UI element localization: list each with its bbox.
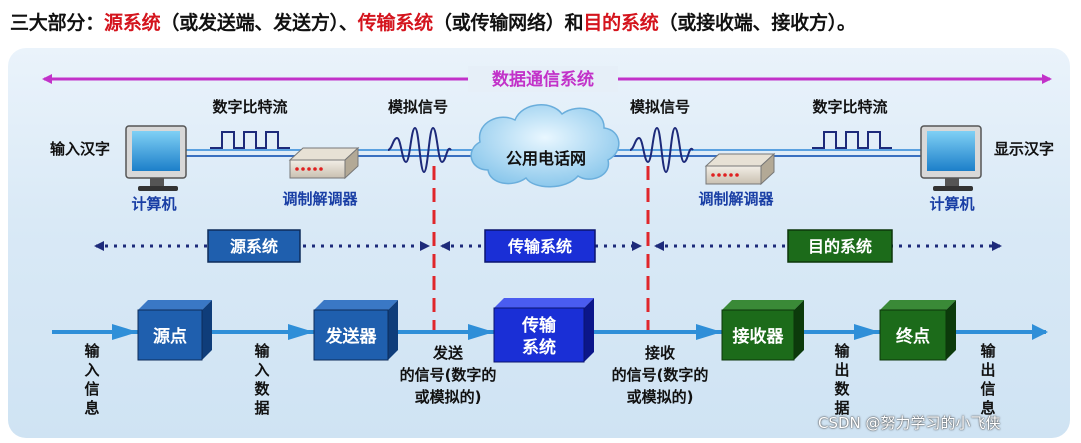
source-system-label: 源系统 xyxy=(230,237,278,256)
watermark: CSDN @努力学习的小飞侠 xyxy=(818,414,1001,432)
end-point-label: 终点 xyxy=(896,326,930,347)
transmitter-label: 发送器 xyxy=(325,326,378,347)
title-source-note: （或发送端、发送方）、 xyxy=(160,12,358,34)
right-digital-stream-label: 数字比特流 xyxy=(812,98,887,116)
flow-arrowhead-1 xyxy=(112,324,138,340)
source-point-block xyxy=(137,300,212,361)
end-point-block xyxy=(879,300,956,361)
recv-signal-line3: 或模拟的) xyxy=(627,388,694,406)
sent-signal-line2: 的信号(数字的 xyxy=(400,366,497,384)
left-computer-label: 计算机 xyxy=(131,195,176,213)
input-label: 输入汉字 xyxy=(50,140,110,158)
destination-system-label: 目的系统 xyxy=(808,237,872,256)
source-point-label: 源点 xyxy=(153,326,187,347)
left-analog-wave-icon xyxy=(387,126,452,174)
flow-arrowhead-2 xyxy=(288,324,314,340)
page-title: 三大部分：源系统（或发送端、发送方）、传输系统（或传输网络）和目的系统（或接收端… xyxy=(10,10,1075,36)
recv-signal-line2: 的信号(数字的 xyxy=(612,366,709,384)
transmitter-block xyxy=(313,300,398,361)
left-analog-label: 模拟信号 xyxy=(388,98,448,116)
receiver-label: 接收器 xyxy=(733,326,785,347)
sent-signal-line1: 发送 xyxy=(432,344,464,362)
transmission-block xyxy=(493,298,594,363)
right-computer-label: 计算机 xyxy=(929,195,974,213)
left-square-wave-icon xyxy=(210,131,290,149)
right-computer-icon xyxy=(920,125,982,191)
left-modem-icon xyxy=(288,146,360,180)
right-modem-icon xyxy=(704,152,776,186)
input-data-label: 输入数据 xyxy=(254,342,270,417)
recv-signal-line1: 接收 xyxy=(645,344,675,362)
left-computer-icon xyxy=(125,125,187,191)
output-info-label: 输出信息 xyxy=(980,342,996,417)
title-destination-note: （或接收端、接收方）。 xyxy=(658,12,857,34)
right-modem-label: 调制解调器 xyxy=(698,190,774,208)
title-destination-system: 目的系统 xyxy=(583,12,659,34)
input-info-label: 输入信息 xyxy=(84,342,100,417)
cloud-icon xyxy=(470,104,620,188)
right-analog-wave-icon xyxy=(629,126,694,174)
title-source-system: 源系统 xyxy=(104,12,161,34)
transmission-system-box xyxy=(484,229,596,263)
flow-arrowhead-3 xyxy=(468,324,494,340)
destination-system-box xyxy=(787,229,893,263)
span-label: 数据通信系统 xyxy=(492,69,594,90)
network-label: 公用电话网 xyxy=(506,149,586,168)
receiver-block xyxy=(721,300,804,361)
left-modem-label: 调制解调器 xyxy=(282,190,358,208)
flow-arrowhead-5 xyxy=(854,324,880,340)
output-data-label: 输出数据 xyxy=(834,342,850,417)
right-square-wave-icon xyxy=(812,131,892,149)
right-analog-label: 模拟信号 xyxy=(630,98,690,116)
sent-signal-line3: 或模拟的) xyxy=(415,388,482,406)
output-label: 显示汉字 xyxy=(994,140,1054,158)
transmission-system-label: 传输系统 xyxy=(507,237,572,256)
title-prefix: 三大部分： xyxy=(10,12,105,34)
flow-arrowhead-4 xyxy=(696,324,722,340)
title-transmission-system: 传输系统 xyxy=(357,12,433,34)
transmission-block-line2: 系统 xyxy=(522,337,556,358)
title-transmission-note: （或传输网络）和 xyxy=(432,12,584,34)
source-system-box xyxy=(207,229,301,263)
left-digital-stream-label: 数字比特流 xyxy=(212,98,287,116)
transmission-block-line1: 传输 xyxy=(521,315,557,336)
span-label-bg xyxy=(468,66,618,92)
